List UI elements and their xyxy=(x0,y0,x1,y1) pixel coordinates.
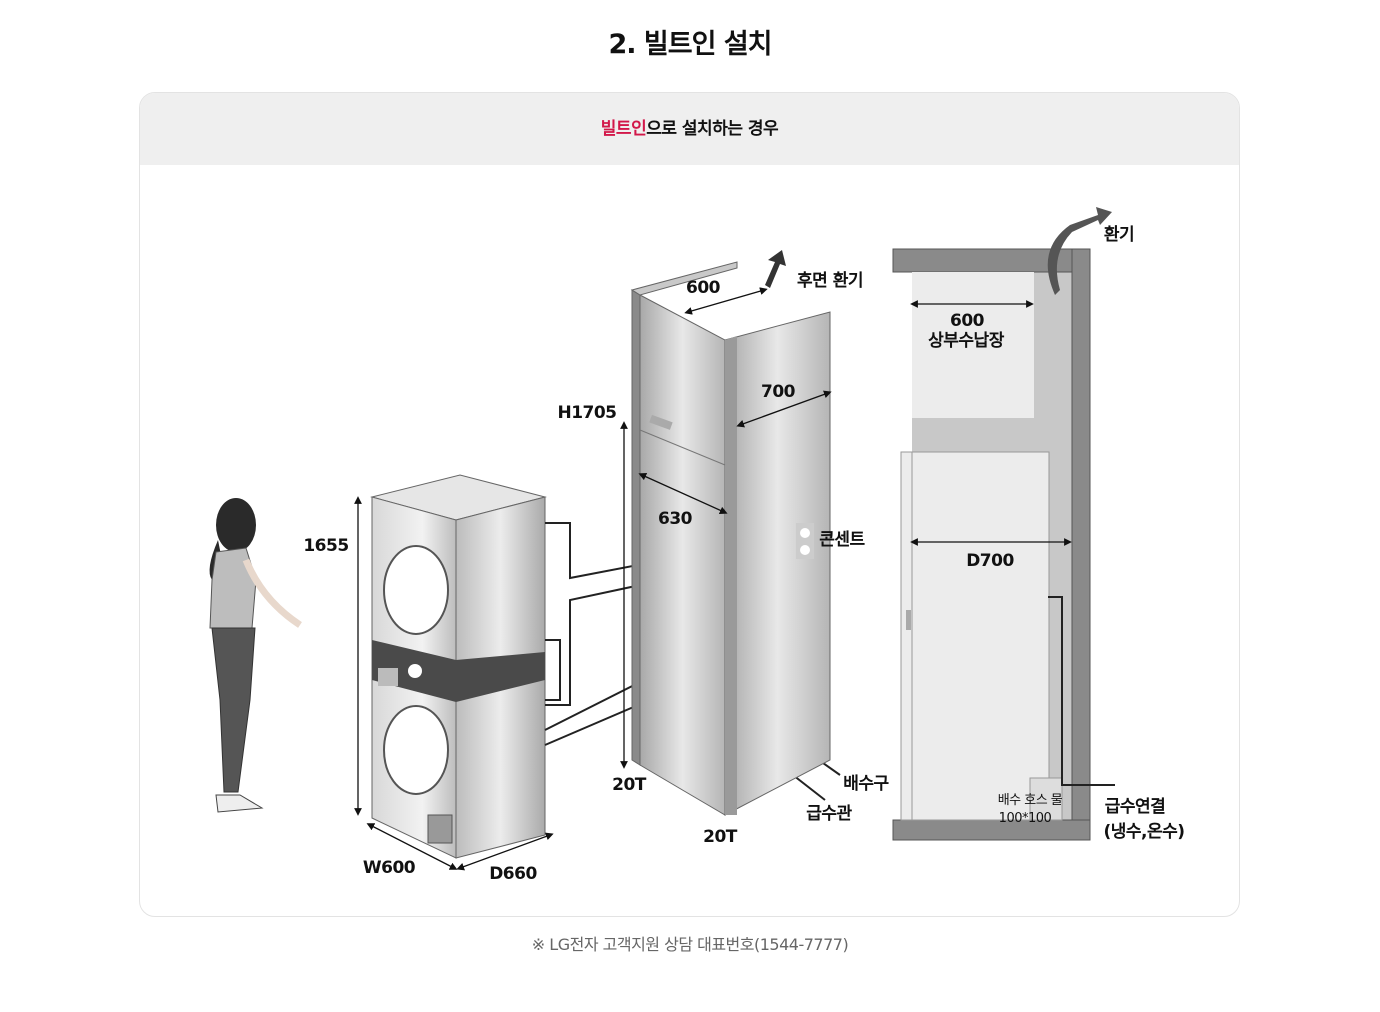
rear-vent-arrow-icon xyxy=(765,250,786,288)
person-figure-icon xyxy=(209,498,302,813)
label-cabinet-width: 600 xyxy=(950,311,985,331)
label-side-depth-d700: D700 xyxy=(966,551,1014,571)
side-washer xyxy=(900,451,1050,821)
label-top-width: 600 xyxy=(686,278,721,298)
label-thickness-right: 20T xyxy=(703,827,738,847)
dimension-lines xyxy=(354,287,832,871)
label-tower-width: W600 xyxy=(363,858,416,878)
label-drain-size: 100*100 xyxy=(999,811,1052,826)
side-view xyxy=(892,207,1115,841)
label-enclosure-height: H1705 xyxy=(557,403,616,423)
label-rear-vent: 후면 환기 xyxy=(797,270,863,291)
label-cabinet: 상부수납장 xyxy=(928,331,1005,351)
label-outlet: 콘센트 xyxy=(819,530,865,550)
label-tower-depth: D660 xyxy=(489,864,537,884)
label-vent: 환기 xyxy=(1104,225,1134,245)
dryer-door-icon xyxy=(383,545,449,635)
vent-arrow-icon xyxy=(1047,207,1112,295)
label-drain-hose: 배수 호스 물 xyxy=(998,793,1063,808)
upper-cabinet xyxy=(912,272,1034,418)
label-water-connection: 급수연결 xyxy=(1105,797,1166,817)
support-footnote: ※ LG전자 고객지원 상담 대표번호(1544-7777) xyxy=(531,935,849,954)
washer-tower xyxy=(370,474,547,859)
label-drain: 배수구 xyxy=(843,774,889,794)
label-water-type: (냉수,온수) xyxy=(1103,822,1184,842)
page-title: 2. 빌트인 설치 xyxy=(608,29,772,60)
builtin-enclosure xyxy=(630,250,831,816)
label-side-depth: 700 xyxy=(761,382,796,402)
washer-door-icon xyxy=(383,705,449,795)
header-highlight: 빌트인 xyxy=(600,119,647,139)
label-water-pipe: 급수관 xyxy=(806,804,852,824)
card-header: 빌트인으로 설치하는 경우 xyxy=(140,93,1239,165)
label-inner-depth: 630 xyxy=(658,509,693,529)
label-thickness-left: 20T xyxy=(612,775,647,795)
header-text: 으로 설치하는 경우 xyxy=(646,119,779,139)
label-tower-height: 1655 xyxy=(303,536,348,556)
